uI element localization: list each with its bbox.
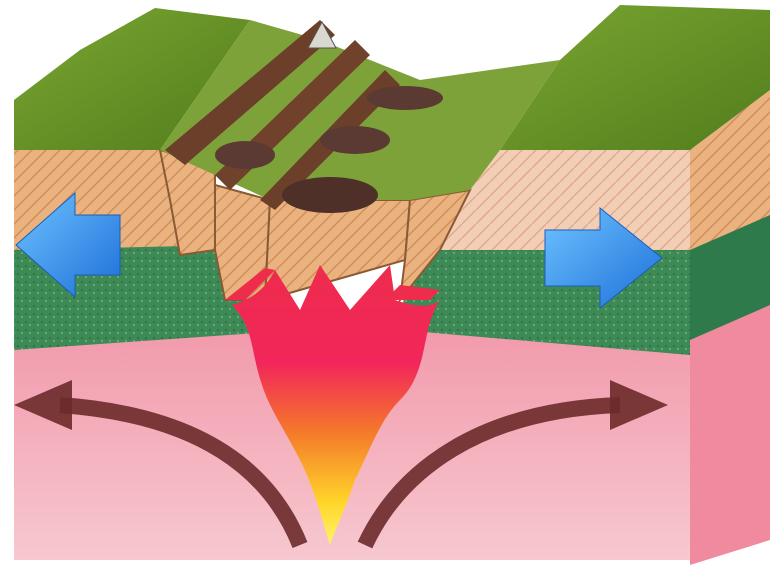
lava-flow-4 (215, 141, 275, 169)
lava-flow-2 (320, 126, 390, 154)
lava-flow-1 (367, 86, 443, 110)
mantle-side-face (690, 300, 770, 565)
lava-flow-3 (282, 177, 378, 213)
